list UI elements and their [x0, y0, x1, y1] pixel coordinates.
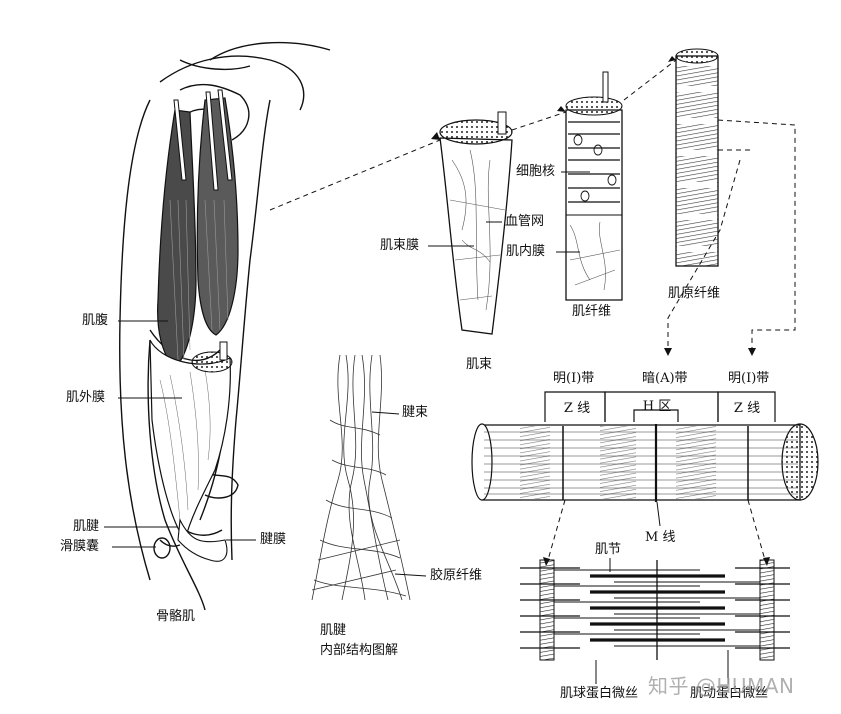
label-myofibril: 肌原纤维: [668, 286, 721, 301]
myofibril-drawing: [675, 48, 719, 267]
label-tendon-sheath: 腱膜: [260, 532, 287, 547]
label-myosin-filament: 肌球蛋白微丝: [560, 686, 639, 701]
label-fascicle: 肌束: [466, 357, 493, 372]
label-z-line-right: Z 线: [733, 401, 761, 416]
filament-detail: [520, 558, 790, 684]
label-tendon: 肌腱: [73, 519, 100, 534]
label-h-zone: H 区: [642, 399, 672, 414]
label-muscle-fiber: 肌纤维: [572, 304, 612, 319]
label-i-band-left: 明(I)带: [553, 371, 595, 386]
sarcomere-cylinder: [471, 423, 819, 502]
label-nucleus: 细胞核: [516, 164, 556, 179]
label-m-line: M 线: [645, 530, 676, 545]
label-vessel-net: 血管网: [505, 214, 545, 229]
label-actin-filament: 肌动蛋白微丝: [690, 686, 769, 701]
caption-tendon-subtitle: 内部结构图解: [320, 643, 399, 658]
label-a-band: 暗(A)带: [642, 371, 688, 386]
muscle-belly-left: [157, 109, 197, 369]
label-i-band-right: 明(I)带: [728, 371, 770, 386]
fascicle-drawing: [439, 111, 513, 335]
label-epimysium: 肌外膜: [66, 390, 106, 405]
label-tendon-bundle: 腱束: [402, 405, 429, 420]
label-sarcomere: 肌节: [595, 542, 622, 557]
watermark: 知乎 @HUMAN: [648, 674, 795, 698]
muscle-fiber-drawing: [565, 71, 623, 301]
muscle-belly-right: [196, 97, 239, 336]
label-endomysium: 肌内膜: [506, 244, 546, 259]
caption-tendon-title: 肌腱: [320, 623, 347, 638]
label-z-line-left: Z 线: [563, 401, 591, 416]
label-muscle-belly: 肌腹: [82, 313, 109, 328]
label-collagen-fiber: 胶原纤维: [430, 568, 483, 583]
label-synovial-bursa: 滑膜囊: [60, 539, 100, 554]
label-perimysium: 肌束膜: [380, 238, 420, 253]
caption-skeletal-muscle: 骨骼肌: [156, 609, 196, 624]
tendon-structure: [311, 354, 411, 601]
